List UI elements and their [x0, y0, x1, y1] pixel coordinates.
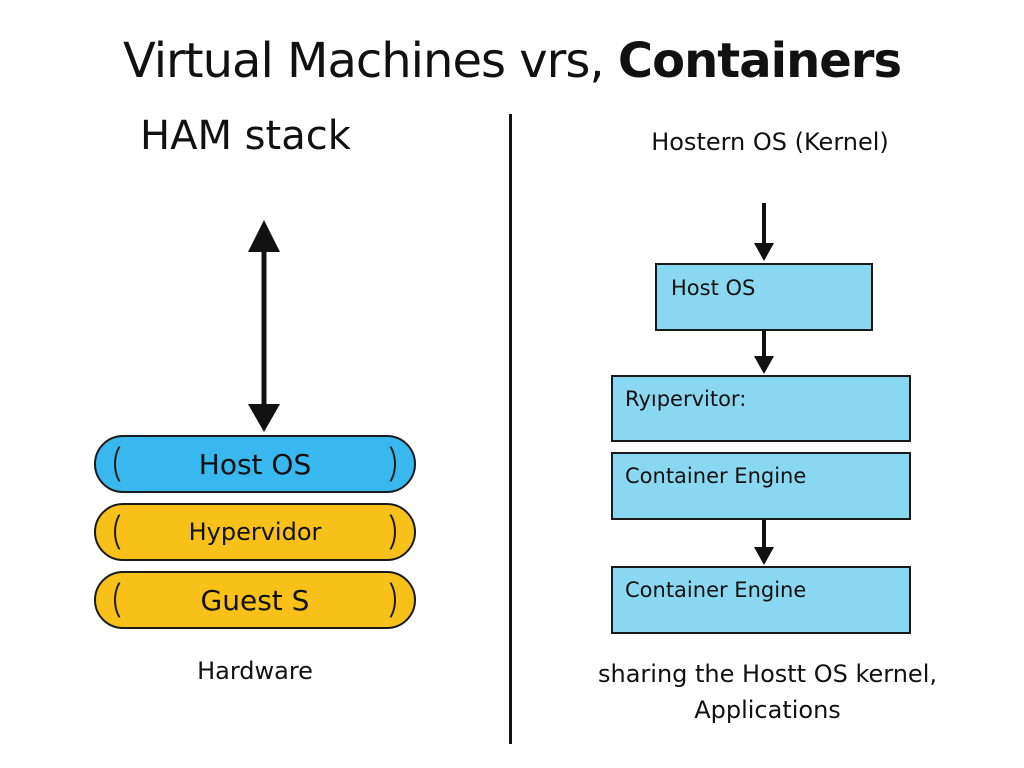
cylinder-cap-left	[114, 577, 140, 623]
guest-os-layer-label: Guest S	[200, 583, 310, 617]
cylinder-cap-right	[370, 577, 396, 623]
cylinder-cap-left	[114, 441, 140, 487]
container-engine-box: Container Engine	[611, 452, 911, 520]
guest-os-layer: Guest S	[94, 571, 416, 629]
hardware-label: Hardware	[197, 657, 313, 685]
title-part-containers: Containers	[617, 33, 902, 89]
container-engine-box: Container Engine	[611, 566, 911, 634]
applications-caption-line: Applications	[694, 696, 841, 724]
down-arrow-icon	[754, 331, 774, 374]
double-arrow-icon	[248, 220, 280, 432]
down-arrow-icon	[754, 520, 774, 565]
shared-kernel-caption-line: sharing the Hostt OS kernel,	[597, 660, 937, 688]
shared-kernel-caption: sharing the Hostt OS kernel, Application…	[575, 656, 960, 728]
title-part-vm: Virtual Machines vrs,	[122, 33, 605, 89]
cylinder-cap-right	[370, 441, 396, 487]
hypervisor-layer-label: Hypervidor	[188, 518, 322, 546]
host-os-layer: Host OS	[94, 435, 416, 493]
hypervisor-layer: Hypervidor	[94, 503, 416, 561]
diagram-title: Virtual Machines vrs, Containers	[0, 30, 1024, 92]
hypervisor-box: Ryıpervitor:	[611, 375, 911, 442]
left-heading: HAM stack	[140, 113, 351, 159]
down-arrow-icon	[754, 203, 774, 261]
center-divider	[509, 114, 512, 744]
cylinder-cap-left	[114, 509, 140, 555]
right-heading: Hostern OS (Kernel)	[651, 128, 889, 156]
host-os-box: Host OS	[655, 263, 873, 331]
cylinder-cap-right	[370, 509, 396, 555]
host-os-layer-label: Host OS	[198, 447, 312, 481]
